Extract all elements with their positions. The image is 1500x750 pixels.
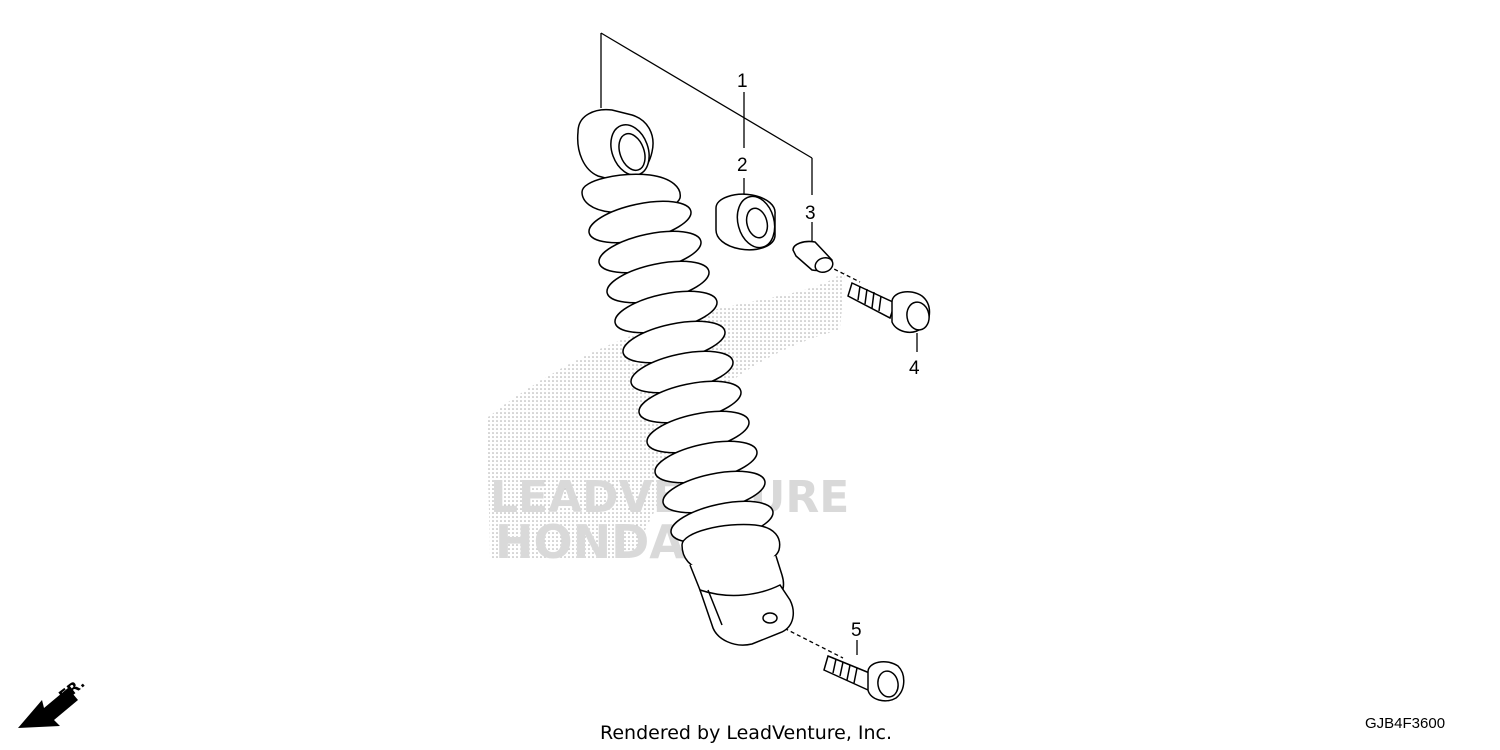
callout-5: 5 (851, 620, 862, 641)
part-4-bolt (847, 281, 931, 334)
callout-1: 1 (737, 71, 748, 92)
spring-coils (588, 200, 774, 544)
footer-credit: Rendered by LeadVenture, Inc. (600, 722, 892, 744)
part-5-bolt (823, 654, 905, 702)
diagram-code: GJB4F3600 (1365, 715, 1445, 732)
part-2-bush (715, 193, 776, 251)
part-3-collar (792, 240, 834, 274)
front-direction-indicator: FR. (18, 674, 88, 728)
callout-numbers: 1 2 3 4 5 (737, 71, 920, 641)
callout-2: 2 (737, 155, 748, 176)
watermark-brand-line-2: HONDA (495, 515, 685, 569)
leader-lines (600, 32, 918, 659)
lower-clevis (698, 584, 795, 646)
callout-4: 4 (909, 358, 920, 379)
front-arrow-icon (18, 688, 78, 728)
callout-3: 3 (805, 203, 816, 224)
shock-absorber (576, 108, 795, 646)
